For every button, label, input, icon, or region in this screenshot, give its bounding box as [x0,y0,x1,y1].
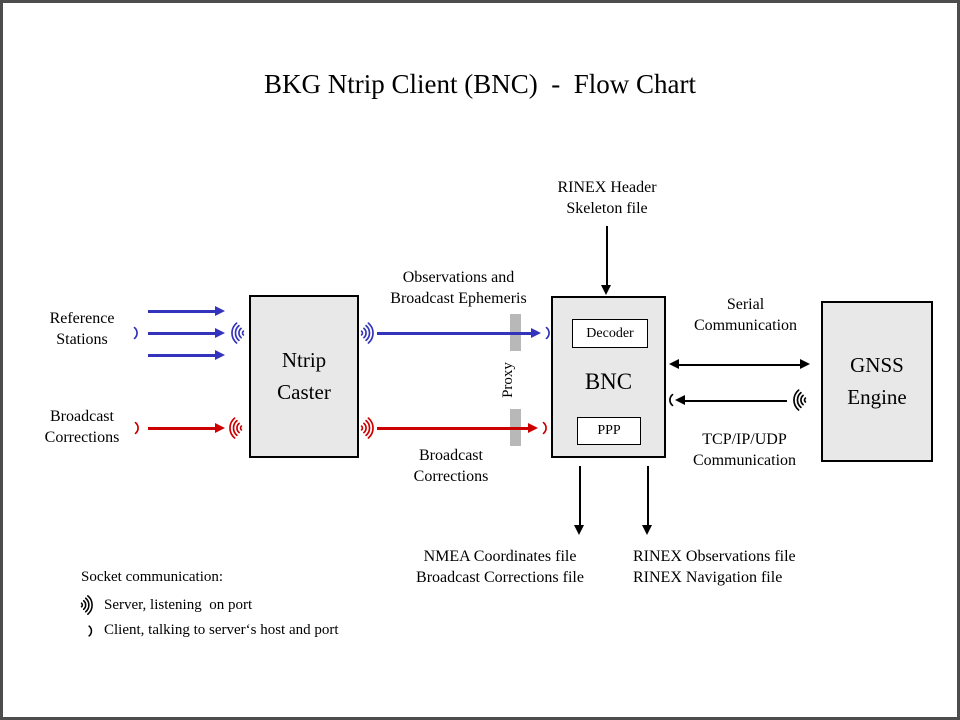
arrow-reference-1 [148,306,225,317]
label-serial-communication: Serial Communication [693,296,798,334]
arrow-reference-2 [148,328,225,339]
client-socket-icon [131,320,141,351]
arrow-broadcast-input [148,423,225,434]
label-rinex-header-skeleton: RINEX Header Skeleton file [557,179,657,217]
arrow-serial-communication [669,359,810,370]
label-broadcast-corrections-stream: Broadcast Corrections [413,447,489,485]
node-gnss-engine: GNSS Engine [821,301,933,462]
legend-title: Socket communication: [81,569,224,585]
server-socket-icon [79,593,95,622]
ntrip-caster-label: Ntrip Caster [277,348,331,404]
client-socket-icon [666,387,676,418]
arrow-output-rinex [642,466,653,535]
server-socket-icon [791,387,808,418]
arrowhead-left [669,359,679,369]
legend-server-label: Server, listening on port [104,597,253,613]
arrow-corrections-stream [377,423,538,434]
node-bnc: Decoder BNC PPP [551,296,666,458]
client-socket-icon [543,320,553,351]
client-socket-icon [86,619,95,648]
node-ppp: PPP [577,417,641,445]
arrow-observations-stream [377,328,541,339]
gnss-engine-label: GNSS Engine [847,353,907,409]
label-nmea-output-files: NMEA Coordinates file Broadcast Correcti… [416,548,584,586]
label-reference-stations: Reference Stations [49,310,115,348]
label-broadcast-corrections-input: Broadcast Corrections [44,408,120,446]
node-ntrip-caster: Ntrip Caster [249,295,359,458]
arrow-tcpip-communication [675,395,787,406]
client-socket-icon [132,415,142,446]
node-decoder: Decoder [572,319,648,348]
client-socket-icon [540,415,550,446]
arrow-reference-3 [148,350,225,361]
label-rinex-output-files: RINEX Observations file RINEX Navigation… [633,548,796,586]
label-tcpip-udp-communication: TCP/IP/UDP Communication [692,431,797,469]
server-socket-icon [227,415,244,446]
bnc-label: BNC [584,369,633,394]
page-title: BKG Ntrip Client (BNC) - Flow Chart [264,69,696,99]
arrow-rinex-header [601,226,612,295]
label-observations-ephemeris: Observations and Broadcast Ephemeris [390,269,527,307]
server-socket-icon [359,320,376,351]
arrow-output-nmea [574,466,585,535]
server-socket-icon [229,320,246,351]
label-proxy: Proxy [500,362,516,398]
server-socket-icon [359,415,376,446]
legend-client-label: Client, talking to server‘s host and por… [104,622,339,638]
